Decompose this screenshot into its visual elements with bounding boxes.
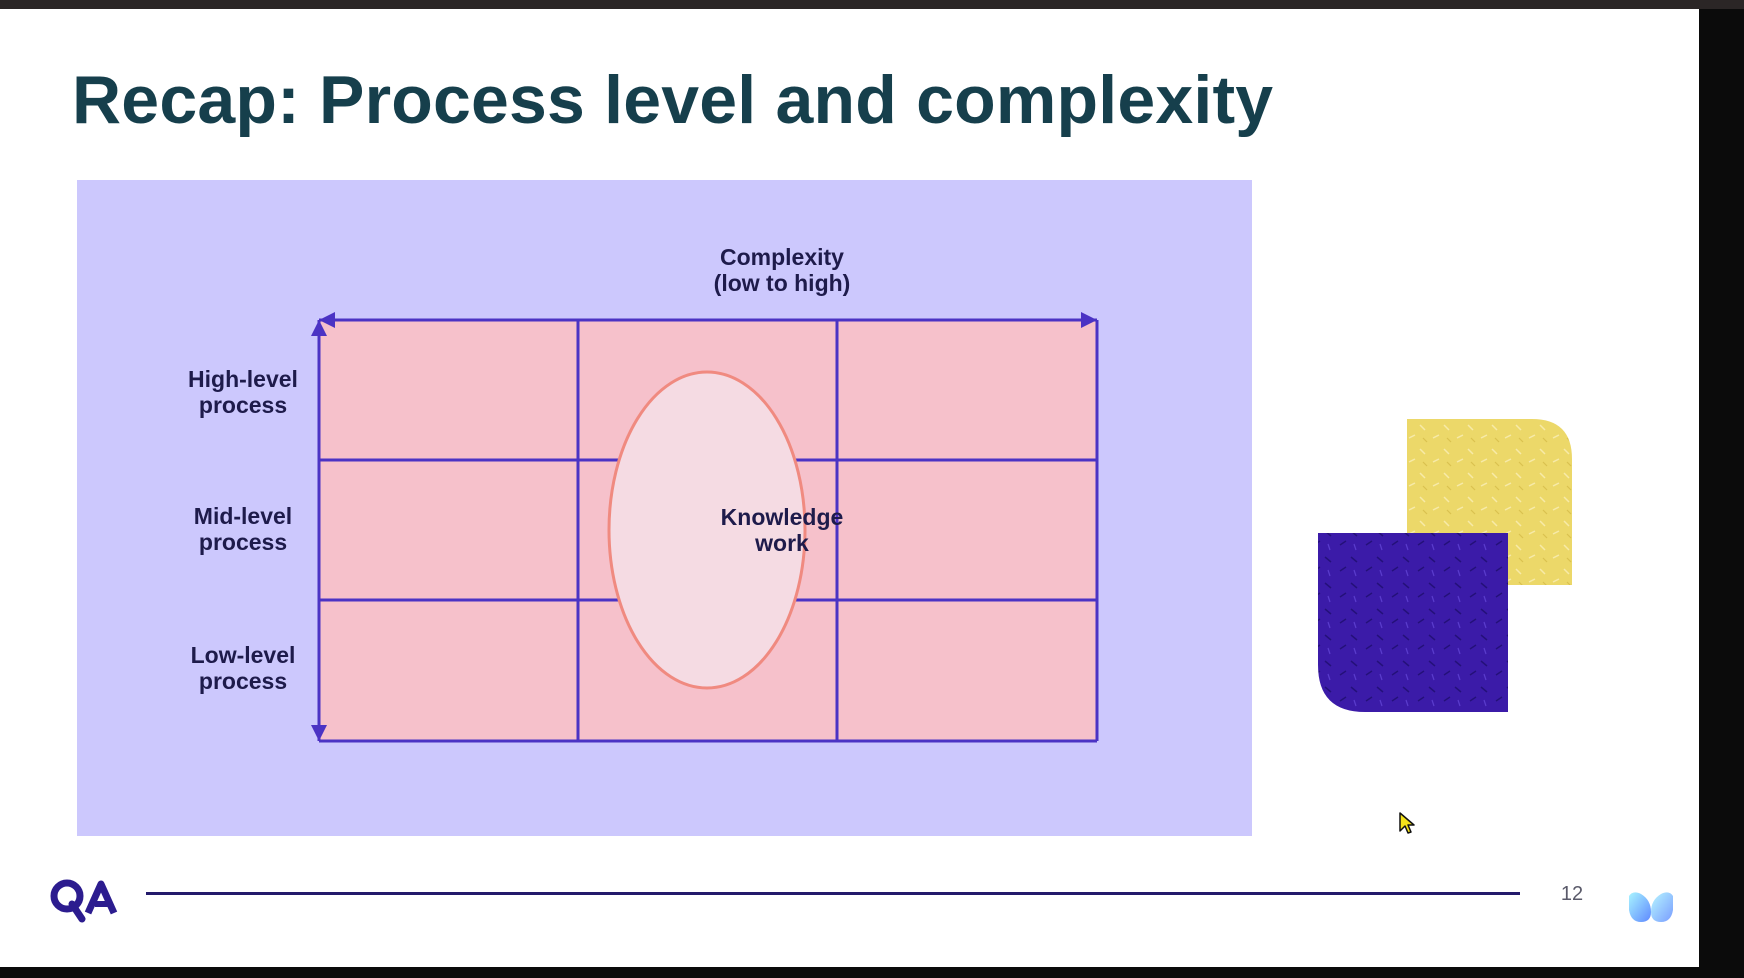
- row-label-mid: Mid-level process: [193, 503, 293, 555]
- arrow-down-icon: [311, 725, 327, 741]
- window-top-bar: [0, 0, 1744, 9]
- footer-divider: [146, 892, 1520, 895]
- row-label-high: High-level process: [188, 366, 298, 418]
- qa-logo-icon: [50, 879, 118, 923]
- knowledge-work-ellipse: [607, 370, 807, 690]
- arrow-right-icon: [1081, 312, 1097, 328]
- purple-square-shape: [1318, 533, 1508, 712]
- arrow-left-icon: [319, 312, 335, 328]
- process-complexity-grid: [311, 312, 1099, 743]
- complexity-axis-title: Complexity (low to high): [713, 244, 851, 296]
- knowledge-work-label: Knowledge work: [720, 504, 844, 556]
- page-number: 12: [1560, 883, 1584, 905]
- decorative-squares: [1318, 419, 1572, 712]
- mouse-cursor-icon: [1399, 812, 1415, 834]
- presentation-slide: Recap: Process level and complexity: [0, 9, 1699, 967]
- slide-title: Recap: Process level and complexity: [72, 62, 1274, 138]
- diagram-panel: Complexity (low to high) High-level proc…: [77, 180, 1252, 836]
- meeting-app-logo-icon[interactable]: [1623, 888, 1679, 928]
- row-label-low: Low-level process: [190, 642, 296, 694]
- arrow-up-icon: [311, 320, 327, 336]
